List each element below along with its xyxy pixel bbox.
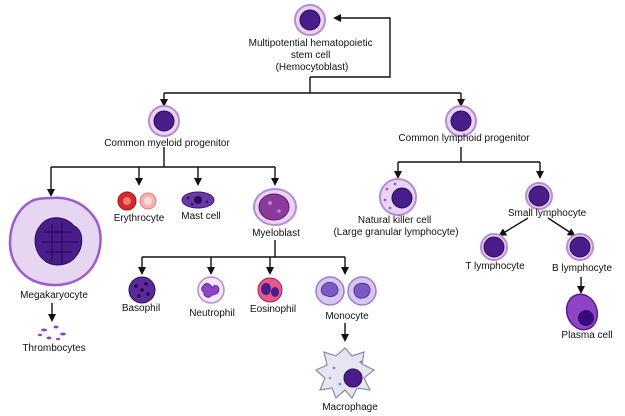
edge-to-t-lymph bbox=[498, 217, 529, 237]
lymphoid-label: Common lymphoid progenitor bbox=[398, 133, 530, 144]
nk-cell bbox=[379, 178, 417, 216]
b-lymph-label-line-1: B lymphocyte bbox=[552, 263, 612, 274]
macrophage-label-line-1: Macrophage bbox=[322, 402, 378, 413]
small-lymph-label-line-1: Small lymphocyte bbox=[508, 208, 587, 219]
mast-cell bbox=[181, 191, 215, 209]
monocyte-label: Monocyte bbox=[325, 311, 369, 322]
hsc-label-line-3: (Hemocytoblast) bbox=[276, 62, 349, 73]
hsc-label: Multipotential hematopoietic stem cell (… bbox=[249, 38, 376, 73]
neutrophil-label: Neutrophil bbox=[189, 308, 235, 319]
plasma-label-line-1: Plasma cell bbox=[561, 330, 612, 341]
megakaryocyte-label-line-1: Megakaryocyte bbox=[20, 290, 88, 301]
nk-label: Natural killer cell (Large granular lymp… bbox=[333, 215, 458, 238]
small-lymph-label: Small lymphocyte bbox=[508, 208, 587, 219]
myeloblast-cell bbox=[253, 188, 297, 226]
thrombocytes-cluster bbox=[38, 325, 66, 341]
basophil-label: Basophil bbox=[122, 303, 160, 314]
b-lymphocyte-cell bbox=[566, 233, 594, 261]
myeloblast-label: Myeloblast bbox=[252, 228, 300, 239]
small-lymphocyte-cell bbox=[525, 182, 553, 210]
plasma-cell bbox=[565, 293, 599, 331]
monocyte-label-line-1: Monocyte bbox=[325, 311, 369, 322]
t-lymph-label-line-1: T lymphocyte bbox=[465, 261, 525, 272]
nk-label-line-1: Natural killer cell bbox=[358, 215, 431, 226]
lymphoid-label-line-1: Common lymphoid progenitor bbox=[398, 133, 530, 144]
hsc-cell bbox=[294, 4, 326, 36]
cells bbox=[8, 4, 599, 400]
eosinophil-cell bbox=[257, 277, 283, 303]
nk-label-line-2: (Large granular lymphocyte) bbox=[333, 227, 458, 238]
eosinophil-label: Eosinophil bbox=[250, 304, 296, 315]
mast-label-line-1: Mast cell bbox=[181, 211, 220, 222]
macrophage-cell bbox=[314, 347, 376, 400]
b-lymph-label: B lymphocyte bbox=[552, 263, 612, 274]
myeloid-label: Common myeloid progenitor bbox=[104, 138, 230, 149]
basophil-cell bbox=[128, 276, 156, 304]
erythrocyte-label: Erythrocyte bbox=[114, 213, 165, 224]
erythrocyte-label-line-1: Erythrocyte bbox=[114, 213, 165, 224]
edge-to-b-lymph bbox=[547, 217, 576, 237]
edge-hsc-self-renewal bbox=[310, 14, 391, 78]
neutrophil-label-line-1: Neutrophil bbox=[189, 308, 235, 319]
myeloid-label-line-1: Common myeloid progenitor bbox=[104, 138, 230, 149]
t-lymphocyte-cell bbox=[480, 233, 508, 261]
thrombocytes-label: Thrombocytes bbox=[22, 343, 85, 354]
hsc-label-line-1: Multipotential hematopoietic bbox=[249, 38, 373, 49]
labels: Multipotential hematopoietic stem cell (… bbox=[20, 38, 612, 413]
megakaryocyte-label: Megakaryocyte bbox=[20, 290, 88, 301]
mast-label: Mast cell bbox=[181, 211, 220, 222]
myeloblast-label-line-1: Myeloblast bbox=[252, 228, 300, 239]
neutrophil-cell bbox=[197, 276, 225, 304]
thrombocytes-label-line-1: Thrombocytes bbox=[22, 343, 85, 354]
eosinophil-label-line-1: Eosinophil bbox=[250, 304, 296, 315]
megakaryocyte-cell bbox=[8, 196, 102, 287]
hsc-label-line-2: stem cell bbox=[291, 50, 330, 61]
erythrocyte-cells bbox=[117, 191, 157, 211]
basophil-label-line-1: Basophil bbox=[122, 303, 160, 314]
edges bbox=[47, 14, 585, 342]
monocyte-cells bbox=[315, 276, 377, 306]
myeloid-progenitor-cell bbox=[148, 105, 180, 137]
lymphoid-progenitor-cell bbox=[445, 105, 477, 137]
t-lymph-label: T lymphocyte bbox=[465, 261, 525, 272]
macrophage-label: Macrophage bbox=[322, 402, 378, 413]
plasma-label: Plasma cell bbox=[561, 330, 612, 341]
